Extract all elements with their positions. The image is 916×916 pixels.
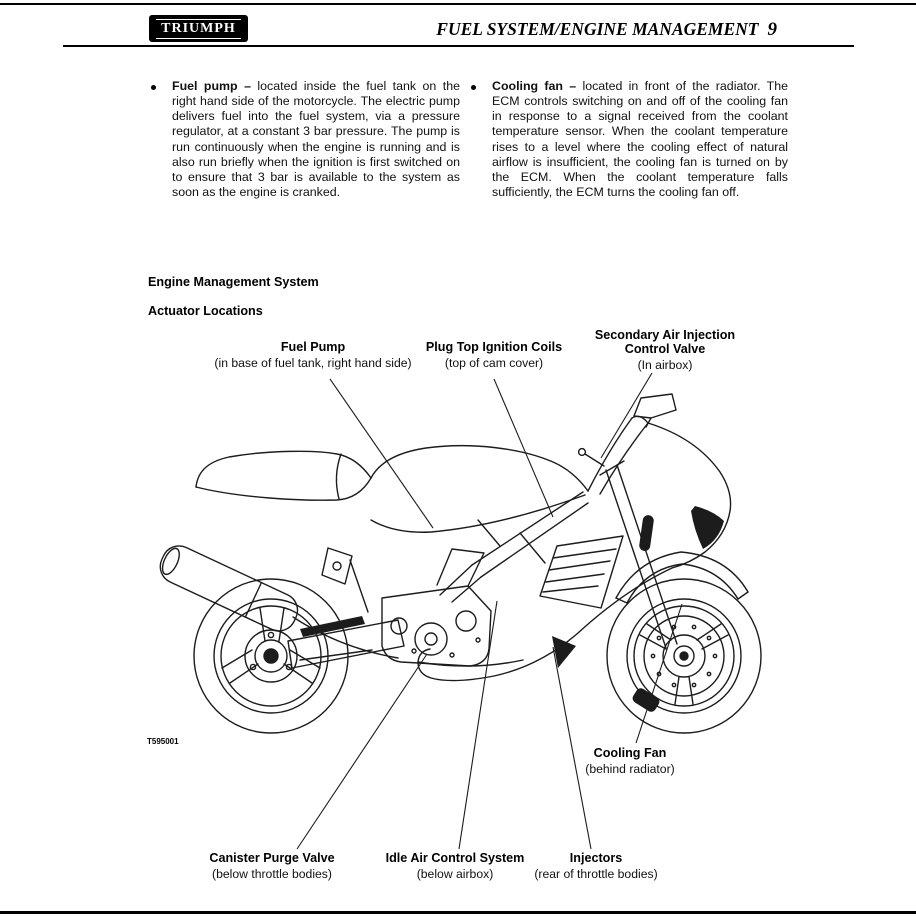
leader-idle-air: [458, 600, 498, 850]
callout-secondary-air: Secondary Air Injection Control Valve (I…: [589, 328, 741, 372]
exhaust-silencer-icon: [159, 545, 299, 632]
callout-label: Fuel Pump: [280, 340, 346, 354]
callout-label: Plug Top Ignition Coils: [425, 340, 563, 354]
callout-detail: (in base of fuel tank, right hand side): [214, 356, 412, 371]
leader-canister-purge: [296, 653, 428, 850]
header-rule: [63, 45, 854, 47]
leader-injectors: [552, 646, 592, 850]
leader-fuel-pump: [329, 378, 434, 529]
front-cowl: [647, 422, 732, 569]
mirror-icon: [633, 393, 677, 419]
leader-ignition-coils: [493, 378, 554, 518]
page-number: 9: [767, 19, 778, 40]
callout-idle-air: Idle Air Control System (below airbox): [358, 851, 553, 881]
fuel-tank: [370, 444, 589, 492]
callout-leader-lines: [296, 372, 683, 850]
callout-label: Injectors: [569, 851, 623, 865]
callout-detail: (rear of throttle bodies): [534, 867, 658, 882]
radiator-vent-icon: [539, 535, 624, 609]
triumph-logo-text: TRIUMPH: [156, 18, 241, 39]
page-bottom-border: [0, 911, 916, 914]
callout-detail: (below throttle bodies): [212, 867, 332, 882]
tail-bottom: [195, 477, 372, 501]
subsection-heading: Actuator Locations: [148, 304, 263, 318]
bullet-marker: [471, 85, 476, 90]
swingarm: [287, 619, 405, 669]
front-wheel-icon: [606, 578, 762, 734]
callout-label: Idle Air Control System: [385, 851, 525, 865]
page-title: FUEL SYSTEM/ENGINE MANAGEMENT 9: [436, 19, 777, 41]
fuel-pump-body: located inside the fuel tank on the righ…: [172, 79, 460, 199]
callout-label: Cooling Fan: [593, 746, 667, 760]
callout-cooling-fan: Cooling Fan (behind radiator): [550, 746, 710, 776]
tail-top: [195, 450, 372, 488]
fuel-pump-term: Fuel pump –: [172, 79, 251, 93]
callout-ignition-coils: Plug Top Ignition Coils (top of cam cove…: [404, 340, 584, 370]
fuel-pump-paragraph: Fuel pump – located inside the fuel tank…: [172, 79, 460, 200]
front-fender: [615, 551, 749, 599]
callout-canister-purge: Canister Purge Valve (below throttle bod…: [180, 851, 365, 881]
front-forks: [605, 464, 678, 649]
triumph-logo: TRIUMPH: [149, 15, 248, 42]
figure-reference-code: T595001: [147, 737, 179, 746]
callout-detail: (In airbox): [637, 358, 693, 373]
cooling-fan-paragraph: Cooling fan – located in front of the ra…: [492, 79, 788, 200]
exhaust-pipe: [292, 616, 399, 659]
windscreen: [587, 417, 633, 492]
callout-injectors: Injectors (rear of throttle bodies): [506, 851, 686, 881]
callout-detail: (top of cam cover): [444, 356, 544, 371]
rear-wheel-icon: [193, 578, 349, 734]
page-top-border: [0, 3, 916, 5]
callout-fuel-pump: Fuel Pump (in base of fuel tank, right h…: [206, 340, 421, 370]
cooling-fan-term: Cooling fan –: [492, 79, 577, 93]
brake-caliper-icon: [632, 688, 660, 712]
motorcycle-illustration: [159, 393, 762, 734]
cooling-fan-body: located in front of the radiator. The EC…: [492, 79, 788, 199]
callout-detail: (below airbox): [416, 867, 494, 882]
chain-guard: [300, 616, 365, 637]
section-heading: Engine Management System: [148, 275, 319, 289]
callout-label: Secondary Air Injection Control Valve: [594, 328, 736, 357]
leader-secondary-air: [600, 372, 653, 459]
callout-detail: (behind radiator): [585, 762, 675, 777]
callout-label: Canister Purge Valve: [209, 851, 335, 865]
leader-cooling-fan: [635, 603, 683, 744]
engine-icon: [381, 548, 492, 667]
bullet-marker: [151, 85, 156, 90]
chapter-title: FUEL SYSTEM/ENGINE MANAGEMENT: [436, 19, 759, 39]
seat-split: [335, 453, 342, 500]
